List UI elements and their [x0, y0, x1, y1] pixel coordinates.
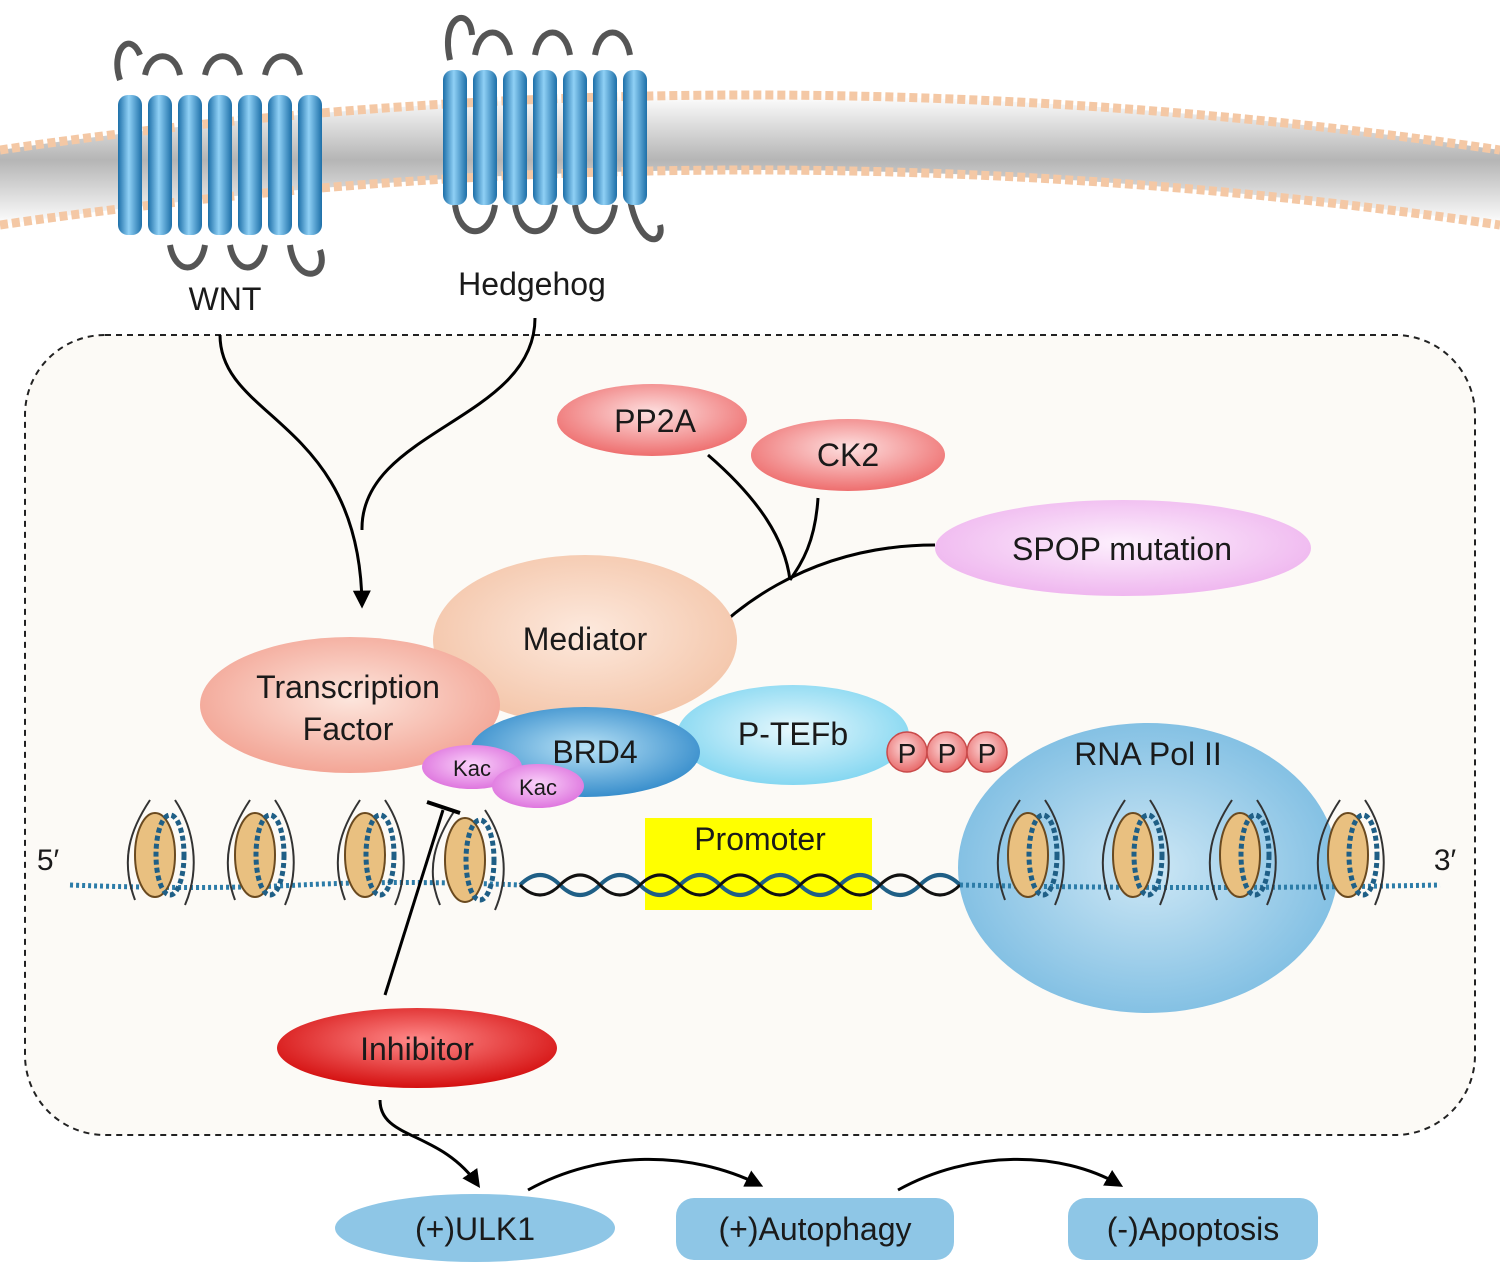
brd4-label: BRD4 — [552, 734, 637, 770]
nucleosome-2 — [226, 799, 295, 906]
pp2a-oval — [557, 384, 747, 456]
spop-oval — [935, 500, 1311, 596]
nucleosome-3 — [336, 799, 405, 906]
cell-membrane — [0, 90, 1500, 230]
kac-label-2: Kac — [519, 775, 557, 800]
autophagy-label: (+)Autophagy — [718, 1211, 911, 1247]
mediator-oval — [433, 555, 737, 725]
promoter-label: Promoter — [694, 821, 826, 857]
ulk1-to-autophagy-arrow — [527, 1157, 764, 1192]
tf-label-line1: Transcription — [256, 669, 440, 705]
inhibitor-oval — [277, 1008, 557, 1088]
hedgehog-label: Hedgehog — [458, 266, 606, 302]
mediator-label: Mediator — [523, 621, 648, 657]
phospho-label-1: P — [898, 738, 917, 769]
inhibition-bar — [383, 800, 461, 996]
dna-strand — [69, 873, 1441, 897]
ck2-label: CK2 — [817, 437, 879, 473]
apoptosis-label: (-)Apoptosis — [1107, 1211, 1280, 1247]
ptefb-label: P-TEFb — [738, 716, 848, 752]
nucleosome-8 — [1316, 799, 1385, 906]
transcription-factor-oval — [200, 637, 500, 773]
nucleosome-5 — [996, 799, 1065, 906]
phospho-label-2: P — [938, 738, 957, 769]
pp2a-label: PP2A — [614, 403, 696, 439]
ulk1-label: (+)ULK1 — [415, 1211, 535, 1247]
ptefb-oval — [677, 685, 909, 785]
autophagy-box — [676, 1198, 954, 1260]
autophagy-to-apoptosis-arrow — [897, 1157, 1124, 1192]
spop-label: SPOP mutation — [1012, 531, 1232, 567]
inhibitor-to-ulk1-arrow — [378, 1099, 481, 1188]
three-prime-label: 3′ — [1434, 844, 1457, 877]
inhibitor-label: Inhibitor — [360, 1031, 474, 1067]
phospho-label-3: P — [978, 738, 997, 769]
hedgehog-arrow — [360, 317, 537, 531]
kac-oval-2 — [492, 764, 584, 808]
five-prime-label: 5′ — [37, 844, 60, 877]
nucleosome-7 — [1208, 799, 1277, 906]
ulk1-oval — [335, 1194, 615, 1262]
wnt-arrow — [218, 334, 371, 609]
apoptosis-box — [1068, 1198, 1318, 1260]
wnt-label: WNT — [189, 281, 262, 317]
ck2-oval — [751, 419, 945, 491]
nucleosome-1 — [126, 799, 195, 906]
promoter-box — [645, 818, 872, 910]
nucleosome-4 — [431, 809, 505, 911]
rna-pol-ii-label: RNA Pol II — [1074, 736, 1222, 772]
tf-label-line2: Factor — [303, 711, 394, 747]
nucleosome-6 — [1101, 799, 1170, 906]
pp2a-arrow — [707, 453, 792, 581]
hedgehog-receptor — [443, 14, 664, 243]
kac-label-1: Kac — [453, 756, 491, 781]
wnt-receptor — [114, 40, 325, 277]
phospho-circle-3 — [966, 731, 1008, 773]
